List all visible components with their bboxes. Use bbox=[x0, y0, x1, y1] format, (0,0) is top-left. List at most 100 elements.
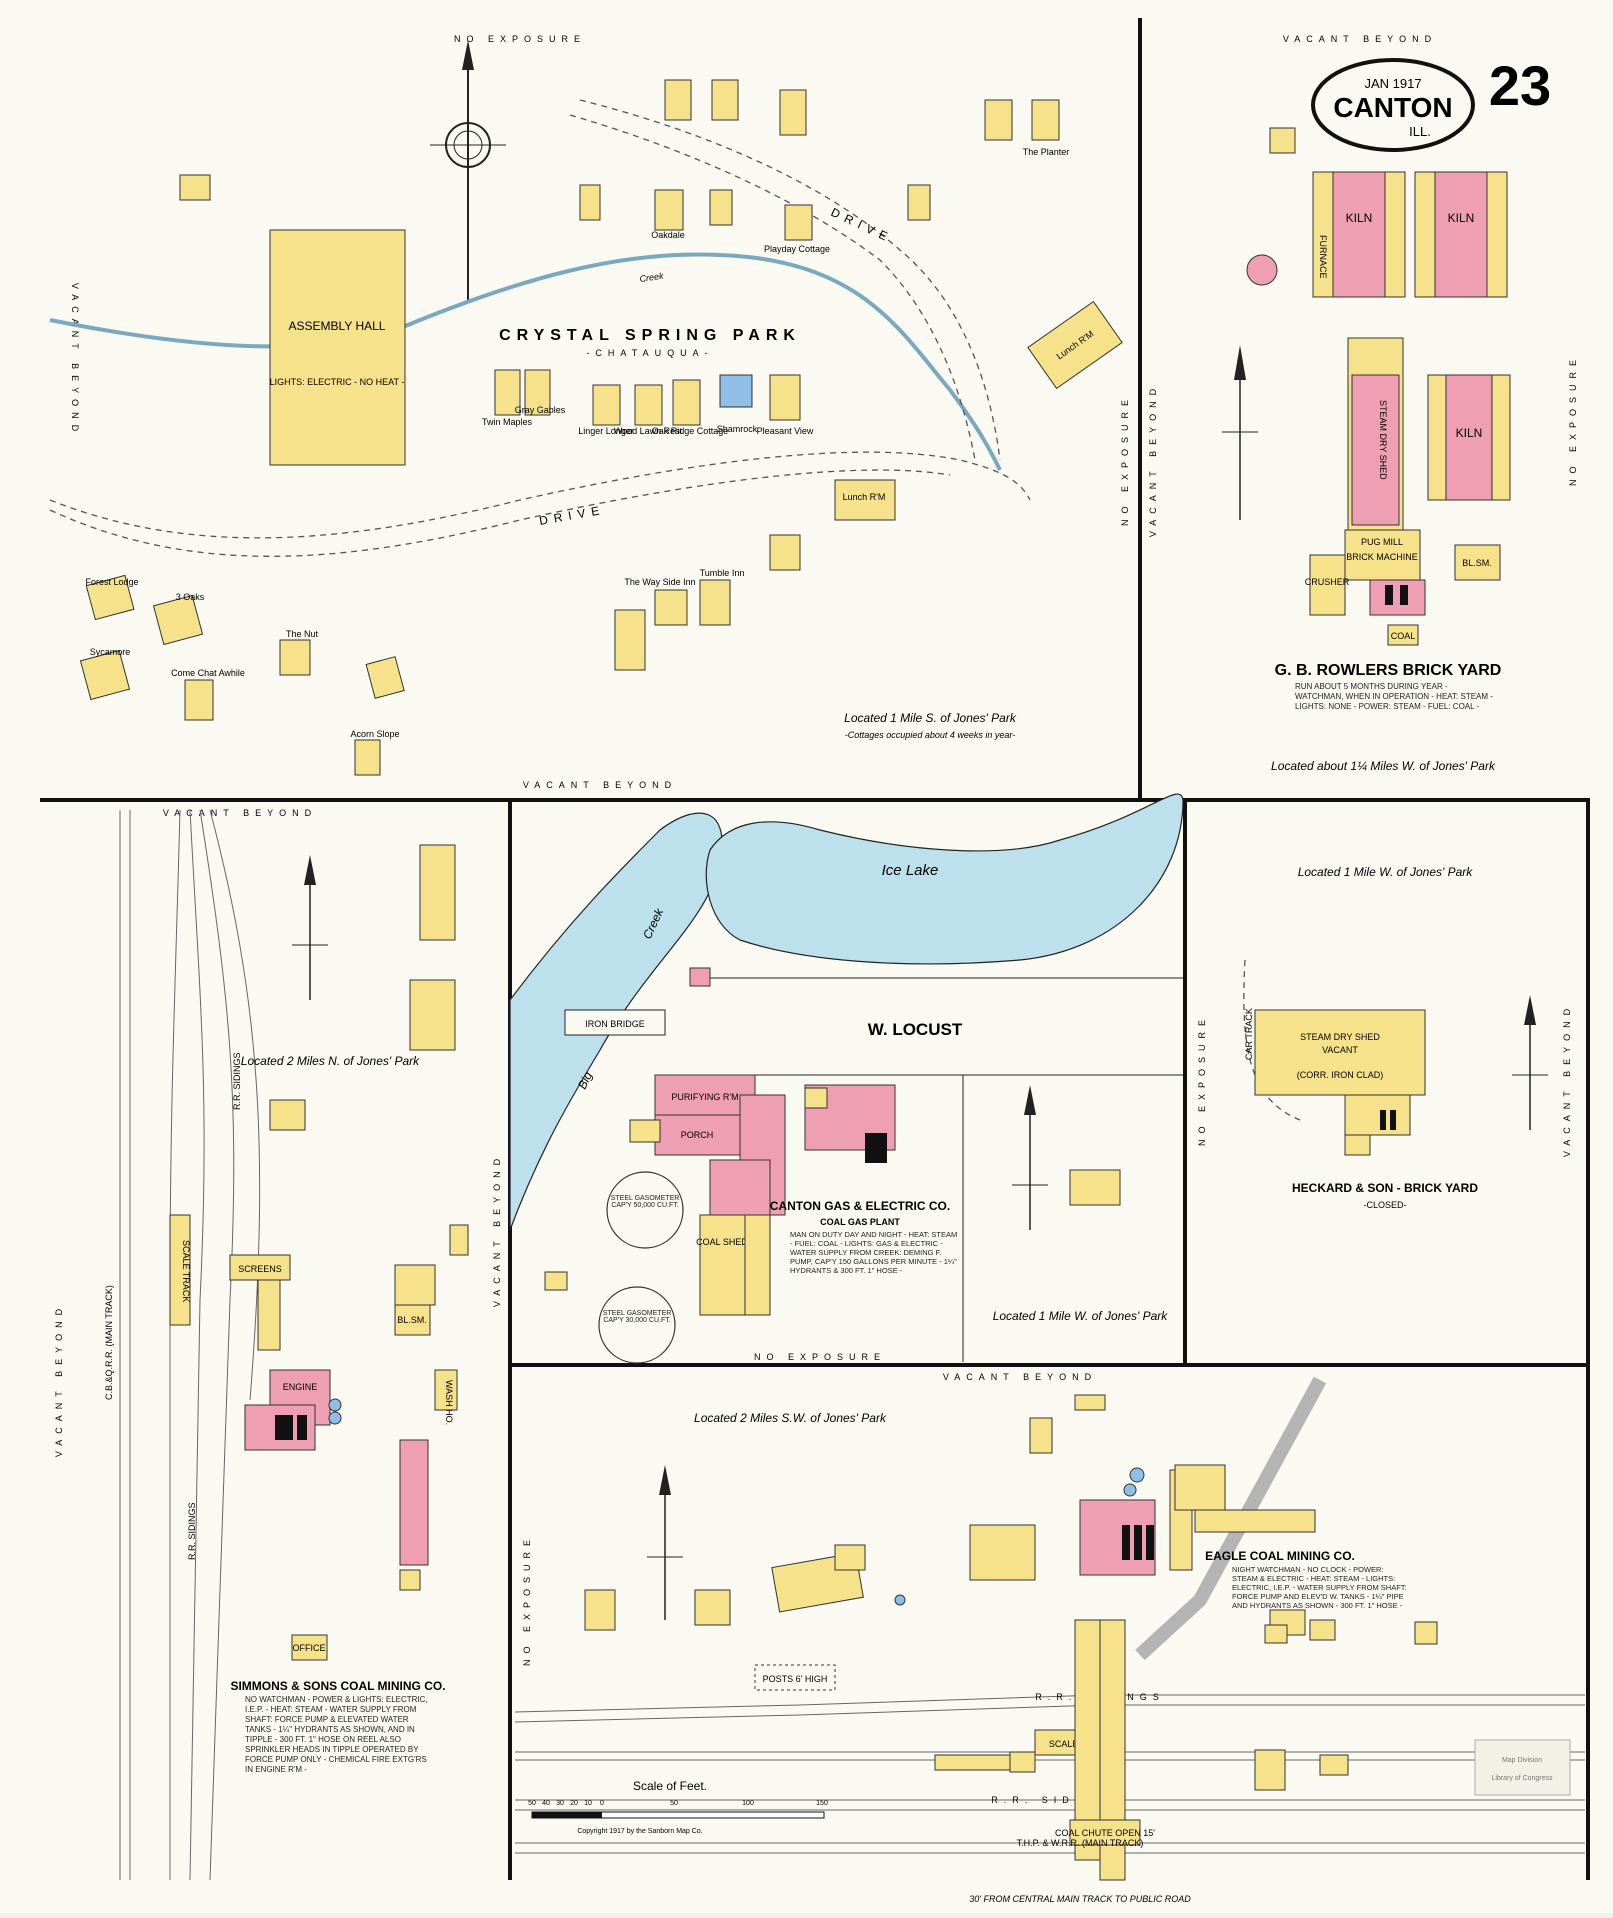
heckard-status: -CLOSED- bbox=[1363, 1200, 1406, 1210]
rr-sidings-label-2: R.R. SIDINGS bbox=[187, 1502, 197, 1560]
location-top-left: Located 1 Mile S. of Jones' Park bbox=[844, 711, 1017, 725]
sheet-number: 23 bbox=[1489, 54, 1551, 117]
water-tank-icon bbox=[1129, 1467, 1145, 1483]
wash-room bbox=[1174, 1464, 1226, 1511]
gasometer-1 bbox=[606, 1171, 684, 1249]
boiler-icon bbox=[297, 1415, 307, 1440]
lunch-room-lower bbox=[834, 479, 896, 521]
cottage-label: Acorn Slope bbox=[350, 729, 399, 739]
pink-building-j bbox=[399, 1439, 429, 1566]
cottage-sycamore bbox=[79, 649, 131, 701]
creek-line bbox=[49, 252, 1002, 471]
assembly-hall-note: LIGHTS: ELECTRIC - NO HEAT - bbox=[270, 377, 405, 387]
engine-house bbox=[1079, 1499, 1156, 1576]
gasometer-2-label-box: STEEL GASOMETER CAP'Y 30,000 CU.FT. bbox=[603, 1310, 672, 1324]
heckard-title: HECKARD & SON - BRICK YARD bbox=[1292, 1181, 1478, 1195]
cottage bbox=[984, 99, 1013, 141]
shed-label: STEAM DRY SHED bbox=[1300, 1032, 1380, 1042]
edge-label-ml-right: VACANT BEYOND bbox=[492, 1153, 502, 1307]
coal-chute-label: COAL CHUTE OPEN 15' bbox=[1055, 1828, 1155, 1838]
boiler-icon bbox=[1385, 585, 1393, 605]
round-kiln bbox=[1246, 254, 1278, 286]
cottage-label: Oak Ridge Cottage bbox=[652, 426, 729, 436]
simmons-title: SIMMONS & SONS COAL MINING CO. bbox=[230, 1679, 445, 1693]
main-track-label: C.B.&Q.R.R. (MAIN TRACK) bbox=[104, 1285, 114, 1400]
drive-road-upper bbox=[579, 99, 1001, 461]
small-building bbox=[449, 1224, 469, 1256]
posts-enclosure bbox=[754, 1664, 836, 1691]
wash-house bbox=[434, 1369, 458, 1411]
engine-building bbox=[1369, 579, 1426, 616]
drive-label-1: DRIVE bbox=[829, 205, 895, 246]
edge-label-tr-right: NO EXPOSURE bbox=[1568, 354, 1578, 486]
drive-road-edge bbox=[49, 469, 951, 557]
edge-label-top-left: NO EXPOSURE bbox=[454, 34, 586, 44]
small-shed bbox=[934, 1754, 1011, 1771]
gas-plant-porch bbox=[654, 1114, 741, 1156]
blacksmith-building bbox=[969, 1524, 1036, 1581]
well-icon bbox=[894, 1594, 906, 1606]
water-tank-icon bbox=[328, 1411, 342, 1425]
cottage-label: Pleasant View bbox=[757, 426, 814, 436]
cottage-label: The Way Side Inn bbox=[624, 577, 695, 587]
coal-label: COAL bbox=[1391, 631, 1416, 641]
scale-tick: 30 bbox=[556, 1800, 564, 1807]
rr-siding-label: R.R. SIDING bbox=[991, 1795, 1109, 1805]
boiler-icon bbox=[1390, 1110, 1396, 1130]
building-n bbox=[694, 1589, 731, 1626]
eagle-title: EAGLE COAL MINING CO. bbox=[1205, 1549, 1355, 1563]
scale-track-label: SCALE TRACK bbox=[181, 1240, 191, 1302]
trestle-incline bbox=[1135, 1376, 1327, 1661]
edge-label-bottom-top: VACANT BEYOND bbox=[943, 1372, 1097, 1382]
boiler-icon bbox=[1146, 1525, 1154, 1560]
small-building bbox=[804, 1087, 828, 1109]
boiler-icon bbox=[1134, 1525, 1142, 1560]
small-building bbox=[399, 1569, 421, 1591]
scale-tick: 100 bbox=[742, 1800, 754, 1807]
scale-bar-fill bbox=[532, 1812, 602, 1818]
cottage-fl bbox=[769, 534, 801, 571]
cottage-twin-maples bbox=[494, 369, 521, 416]
cottage bbox=[179, 174, 211, 201]
edge-label-tr-left: VACANT BEYOND bbox=[1148, 383, 1158, 537]
location-mid-right: Located 1 Mile W. of Jones' Park bbox=[1298, 865, 1474, 879]
water-tank-icon bbox=[1123, 1483, 1137, 1497]
rail-lines bbox=[514, 1694, 1585, 1854]
cottage-acorn-slope bbox=[354, 739, 381, 776]
steam-dry-shed-label: STEAM DRY SHED bbox=[1378, 400, 1388, 480]
header-date: JAN 1917 bbox=[1364, 76, 1421, 91]
purifying-room bbox=[654, 1074, 756, 1116]
drive-label-2: DRIVE bbox=[538, 503, 606, 528]
stamp-line-2: Library of Congress bbox=[1491, 1775, 1553, 1782]
cottage-playday bbox=[784, 204, 813, 241]
assembly-hall-label: ASSEMBLY HALL bbox=[289, 319, 386, 333]
cottage-linger-longer bbox=[592, 384, 621, 426]
cottage-oakdale bbox=[654, 189, 684, 231]
rowlers-note: RUN ABOUT 5 MONTHS DURING YEAR - WATCHMA… bbox=[1295, 682, 1493, 711]
cottage-come-chat bbox=[184, 679, 214, 721]
crusher-label: CRUSHER bbox=[1305, 577, 1350, 587]
cottage-3-oaks bbox=[152, 594, 204, 646]
cottage-label: Playday Cottage bbox=[764, 244, 830, 254]
gas-plant-note: MAN ON DUTY DAY AND NIGHT - HEAT: STEAM … bbox=[790, 1230, 958, 1275]
screens-label: SCREENS bbox=[238, 1264, 282, 1274]
pug-mill-building bbox=[1344, 529, 1421, 581]
building-a bbox=[419, 844, 456, 941]
cottage-wood-lawn-rest bbox=[634, 384, 663, 426]
water-tank-icon bbox=[328, 1398, 342, 1412]
building-c bbox=[269, 1099, 306, 1131]
supply-building bbox=[1319, 1754, 1349, 1776]
coal-shed-annex bbox=[744, 1214, 771, 1316]
edge-label-mc-bottom: NO EXPOSURE bbox=[754, 1352, 886, 1362]
header-state: ILL. bbox=[1409, 124, 1431, 139]
trestle-building bbox=[1194, 1509, 1316, 1533]
boiler-icon bbox=[865, 1133, 887, 1163]
location-note-top-left: -Cottages occupied about 4 weeks in year… bbox=[845, 730, 1015, 740]
gasometer-1-label-box: STEEL GASOMETER CAP'Y 50,000 CU.FT. bbox=[611, 1195, 680, 1209]
cottage-label: Shamrock bbox=[717, 424, 758, 434]
scale-tick: 0 bbox=[600, 1800, 604, 1807]
creek-label: Creek bbox=[639, 271, 665, 284]
park-subtitle: -CHATAUQUA- bbox=[586, 348, 713, 358]
cottage-gray-gables bbox=[524, 369, 551, 416]
